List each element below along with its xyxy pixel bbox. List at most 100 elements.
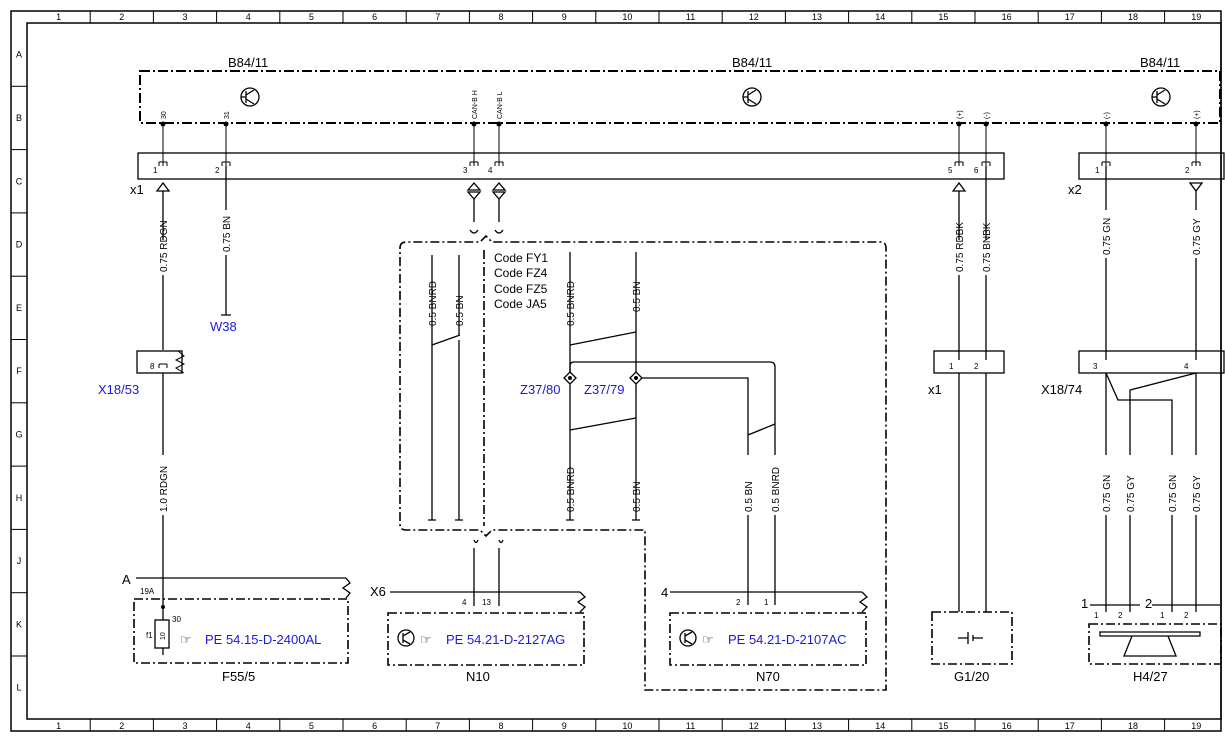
- break-mark: [174, 350, 186, 374]
- wire-label-bnrd-3: 0.5 BNRD: [566, 467, 577, 512]
- transistor-icon: [742, 87, 762, 107]
- grid-column-label: 3: [182, 721, 187, 731]
- grid-row-label: H: [16, 493, 23, 503]
- wire-label-gn-1: 0.75 GN: [1102, 218, 1113, 255]
- drawing-inner-frame: [26, 22, 1222, 720]
- wire-label-bn-4: 0.5 BN: [744, 481, 755, 512]
- can-l-line: [494, 199, 504, 234]
- g1-20-name: G1/20: [954, 669, 989, 684]
- code-fz4: Code FZ4: [494, 266, 548, 280]
- h4-pin-1a: 1: [1094, 611, 1099, 620]
- grid-column-label: 8: [498, 12, 503, 22]
- wire-label-bn: 0.75 BN: [222, 216, 233, 252]
- terminal-30: 30: [161, 111, 168, 119]
- wire-crossover: [1105, 372, 1197, 455]
- wire-mid-upper: [569, 252, 637, 346]
- grid-column-label: 4: [246, 721, 251, 731]
- h4-tag-2: 2: [1145, 596, 1152, 611]
- wire-label-bnbk: 0.75 BNBK: [982, 222, 993, 272]
- f55-name: F55/5: [222, 669, 255, 684]
- wire-label-gy-2: 0.75 GY: [1126, 475, 1137, 512]
- can-h-line: [469, 199, 479, 234]
- grid-column-label: 7: [435, 721, 440, 731]
- terminal-can-h: CAN-B H: [472, 90, 479, 119]
- wire-bnrd-left: [428, 255, 461, 521]
- wire-gn-gy-upper: [1105, 166, 1197, 360]
- grid-column-label: 11: [686, 721, 695, 731]
- wire-label-gy-3: 0.75 GY: [1192, 475, 1203, 512]
- grid-column-label: 19: [1191, 721, 1201, 731]
- grid-column-label: 12: [749, 721, 759, 731]
- splice-z37-80-label[interactable]: Z37/80: [520, 382, 560, 397]
- g1-20-outline: [931, 611, 1013, 665]
- grid-column-label: 6: [372, 721, 377, 731]
- terminal-plus-2: (+): [1194, 110, 1201, 119]
- n70-name: N70: [756, 669, 780, 684]
- grid-row-label: F: [16, 366, 22, 376]
- ground-w38[interactable]: W38: [210, 319, 237, 334]
- grid-column-label: 2: [119, 12, 124, 22]
- x6-pin-4: 4: [462, 598, 467, 607]
- x1-lower-pin-2: 2: [974, 362, 979, 371]
- drawing-frame: [10, 10, 1222, 732]
- h4-tag-1: 1: [1081, 596, 1088, 611]
- splice-z37-79-label[interactable]: Z37/79: [584, 382, 624, 397]
- n70-ref-link[interactable]: PE 54.21-D-2107AC: [728, 632, 847, 647]
- x1-pin-6: 6: [974, 166, 979, 175]
- transistor-icon: [679, 629, 697, 647]
- n70-outline: [669, 612, 867, 666]
- battery-icon: [958, 632, 983, 644]
- x18-53-pin: 8: [150, 362, 155, 371]
- grid-column-label: 16: [1002, 721, 1012, 731]
- grid-column-label: 1: [56, 721, 61, 731]
- grid-column-label: 14: [875, 721, 885, 731]
- wire-label-rdgn-10: 1.0 RDGN: [159, 466, 170, 512]
- code-fz5: Code FZ5: [494, 282, 548, 296]
- wire-label-gn-3: 0.75 GN: [1168, 475, 1179, 512]
- connector-x18-74-label: X18/74: [1041, 382, 1082, 397]
- transistor-icon: [397, 629, 415, 647]
- grid-column-label: 14: [875, 12, 885, 22]
- n70-pin-1: 1: [764, 598, 769, 607]
- grid-column-label: 10: [622, 12, 632, 22]
- grid-column-label: 2: [119, 721, 124, 731]
- wire-rdbk-bnbk: [958, 166, 987, 360]
- grid-column-label: 15: [938, 12, 948, 22]
- connector-x1-lower: [933, 350, 1005, 374]
- f55-top-edge: [136, 577, 351, 599]
- direction-arrows: [155, 181, 1204, 200]
- h4-pin-2b: 2: [1184, 611, 1189, 620]
- terminal-minus-2: (-): [1104, 112, 1111, 119]
- connector-x18-53: [136, 350, 183, 374]
- grid-column-label: 15: [938, 721, 948, 731]
- terminal-plus: (+): [957, 110, 964, 119]
- grid-column-label: 16: [1002, 12, 1012, 22]
- wire-label-rdgn: 0.75 RDGN: [159, 220, 170, 272]
- wire-label-bn-2: 0.5 BN: [632, 281, 643, 312]
- n10-ref-link[interactable]: PE 54.21-D-2127AG: [446, 632, 565, 647]
- wire-n70-feed: [747, 423, 776, 605]
- f55-pin-30: 30: [172, 615, 181, 624]
- grid-column-label: 9: [562, 721, 567, 731]
- grid-column-label: 5: [309, 12, 314, 22]
- connector-x1-top: [137, 152, 1005, 180]
- grid-column-label: 1: [56, 12, 61, 22]
- grid-row-label: G: [15, 429, 22, 439]
- connector-x18-53-label[interactable]: X18/53: [98, 382, 139, 397]
- wire-label-bnrd-4: 0.5 BNRD: [771, 467, 782, 512]
- f55-tag: A: [122, 572, 131, 587]
- grid-column-label: 12: [749, 12, 759, 22]
- x6-pin-13: 13: [482, 598, 491, 607]
- wire-splice-inner: [642, 377, 749, 435]
- grid-lines: [11, 11, 1166, 731]
- n70-pin-2: 2: [736, 598, 741, 607]
- x1-pin-2: 2: [215, 166, 220, 175]
- grid-column-label: 13: [812, 12, 822, 22]
- wire-label-bnrd-1: 0.5 BNRD: [428, 281, 439, 326]
- f55-outline: [133, 598, 349, 664]
- f55-ref-link[interactable]: PE 54.15-D-2400AL: [205, 632, 321, 647]
